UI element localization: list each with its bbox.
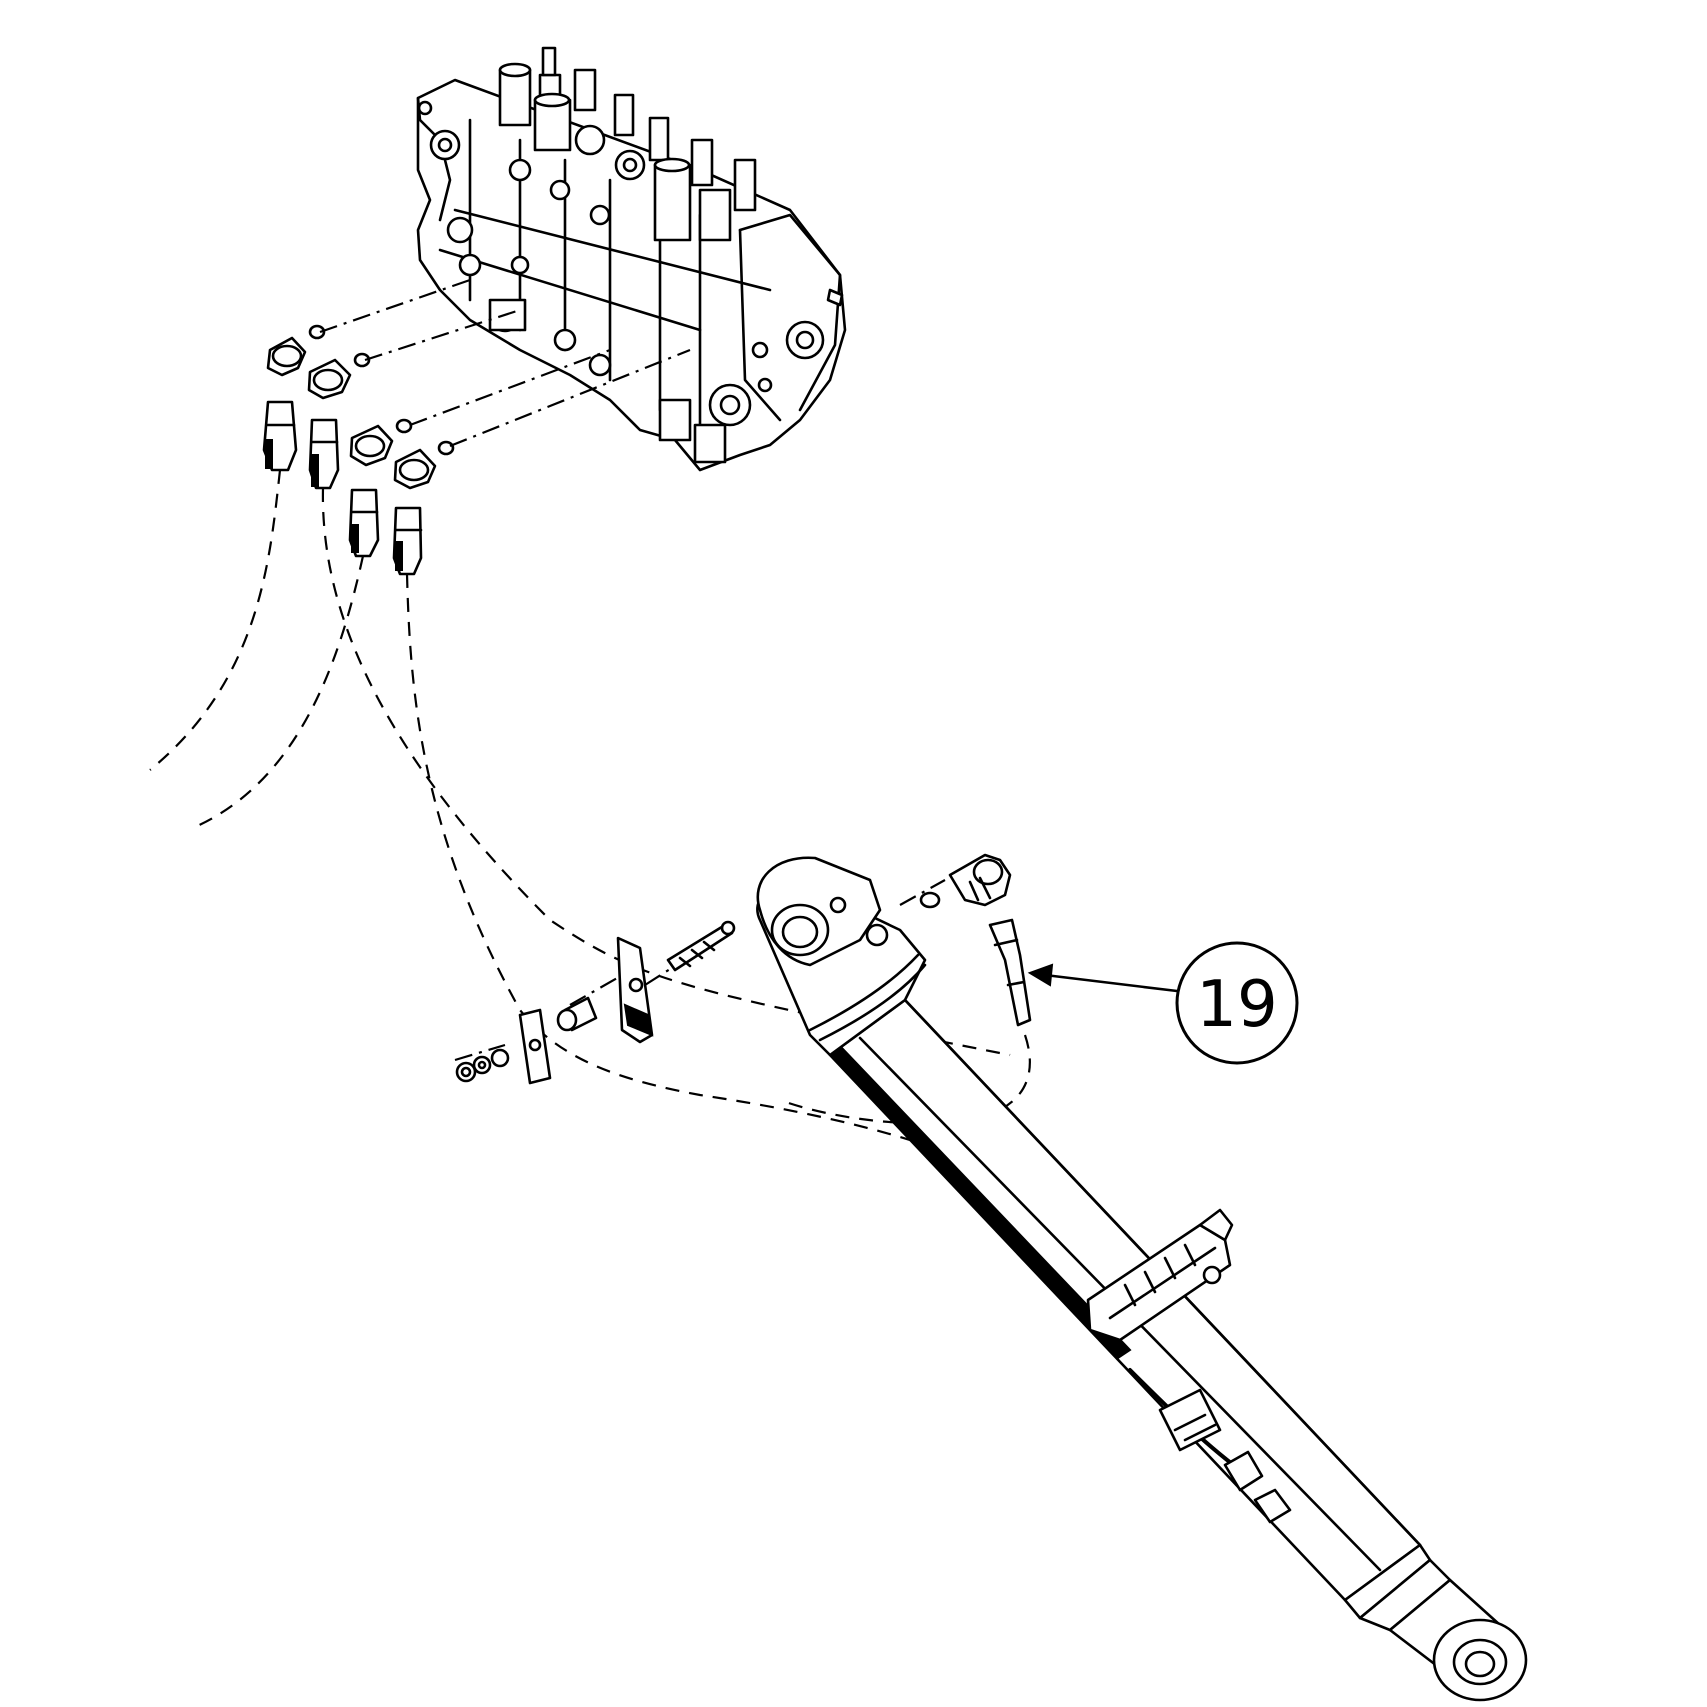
clamp-bolt: [666, 920, 736, 972]
hydraulic-cylinder: [756, 856, 1528, 1702]
spool-cap-row: [498, 46, 757, 242]
callout-19: 19: [1027, 941, 1299, 1065]
alignment-lines: [319, 278, 946, 1062]
straight-hose-fitting: [988, 918, 1032, 1027]
clamp-plate: [518, 1008, 552, 1085]
spacer: [556, 996, 598, 1032]
cylinder-elbow-fitting: [919, 853, 1012, 909]
callout-circle: [1175, 941, 1299, 1065]
elbow-fitting-set: [266, 324, 455, 490]
callout-label: 19: [1196, 968, 1277, 1042]
hose-end-fittings: [262, 400, 423, 576]
control-valve-block: [416, 46, 847, 472]
nut-and-washers: [455, 1048, 510, 1083]
clamp-bracket: [616, 936, 654, 1044]
